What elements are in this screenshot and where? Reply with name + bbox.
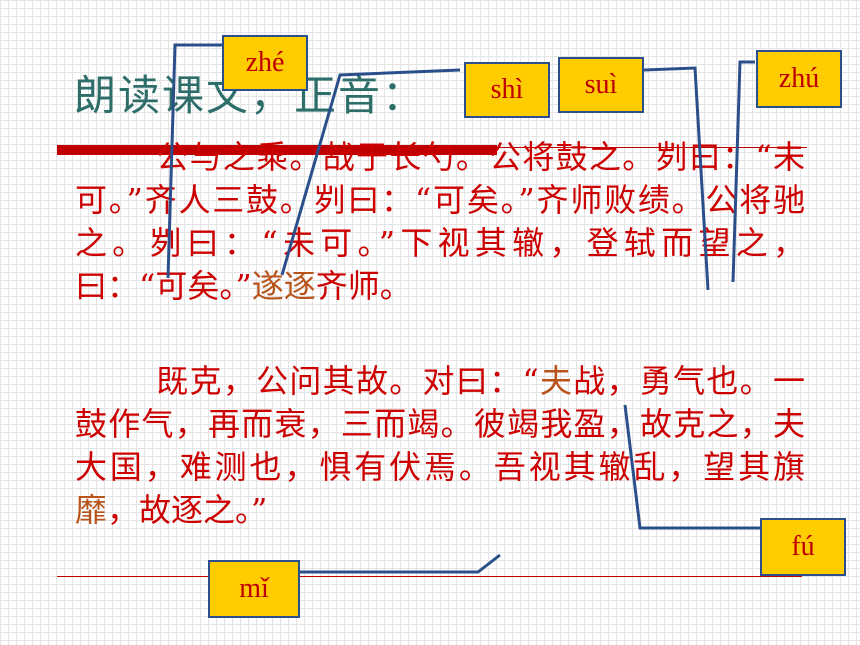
- red-emphasis-bar: [57, 145, 497, 155]
- paragraph-2-middle: 战，勇气也。一鼓作气，再而衰，三而竭。彼竭我盈，故克之，夫大国，难测也，惧有伏焉…: [75, 362, 805, 486]
- pinyin-box-zhu: zhú: [756, 50, 842, 108]
- pinyin-box-shi: shì: [464, 62, 550, 118]
- paragraph-2-end: ，故逐之。”: [107, 491, 268, 529]
- leader-fu: [623, 404, 760, 530]
- paragraph-2-start: 既克，公问其故。对曰：“: [155, 362, 539, 400]
- paragraph-1-end: 齐师。: [315, 267, 412, 305]
- leader-zhe-che: [166, 43, 222, 279]
- leader-zhe-zhi: [280, 68, 461, 276]
- paragraph-1-text: 公与之乘。战于长勺。公将鼓之。刿曰：“未可。”齐人三鼓。刿曰：“可矣。”齐师败绩…: [75, 138, 805, 305]
- highlight-mi: 靡: [75, 491, 108, 529]
- pinyin-box-sui: suì: [558, 57, 644, 113]
- bottom-divider-line: [57, 576, 802, 577]
- leader-mi: [300, 553, 501, 574]
- pinyin-box-fu: fú: [760, 518, 846, 576]
- top-divider-line: [57, 147, 807, 148]
- pinyin-box-mi: mǐ: [208, 560, 300, 618]
- leader-sui: [643, 66, 710, 291]
- pinyin-box-zhe: zhé: [222, 35, 308, 91]
- paragraph-1: 公与之乘。战于长勺。公将鼓之。刿曰：“未可。”齐人三鼓。刿曰：“可矣。”齐师败绩…: [75, 136, 805, 308]
- leader-zhu: [731, 60, 755, 283]
- paragraph-2: 既克，公问其故。对曰：“夫战，勇气也。一鼓作气，再而衰，三而竭。彼竭我盈，故克之…: [75, 360, 805, 532]
- highlight-fu: 夫: [538, 362, 574, 400]
